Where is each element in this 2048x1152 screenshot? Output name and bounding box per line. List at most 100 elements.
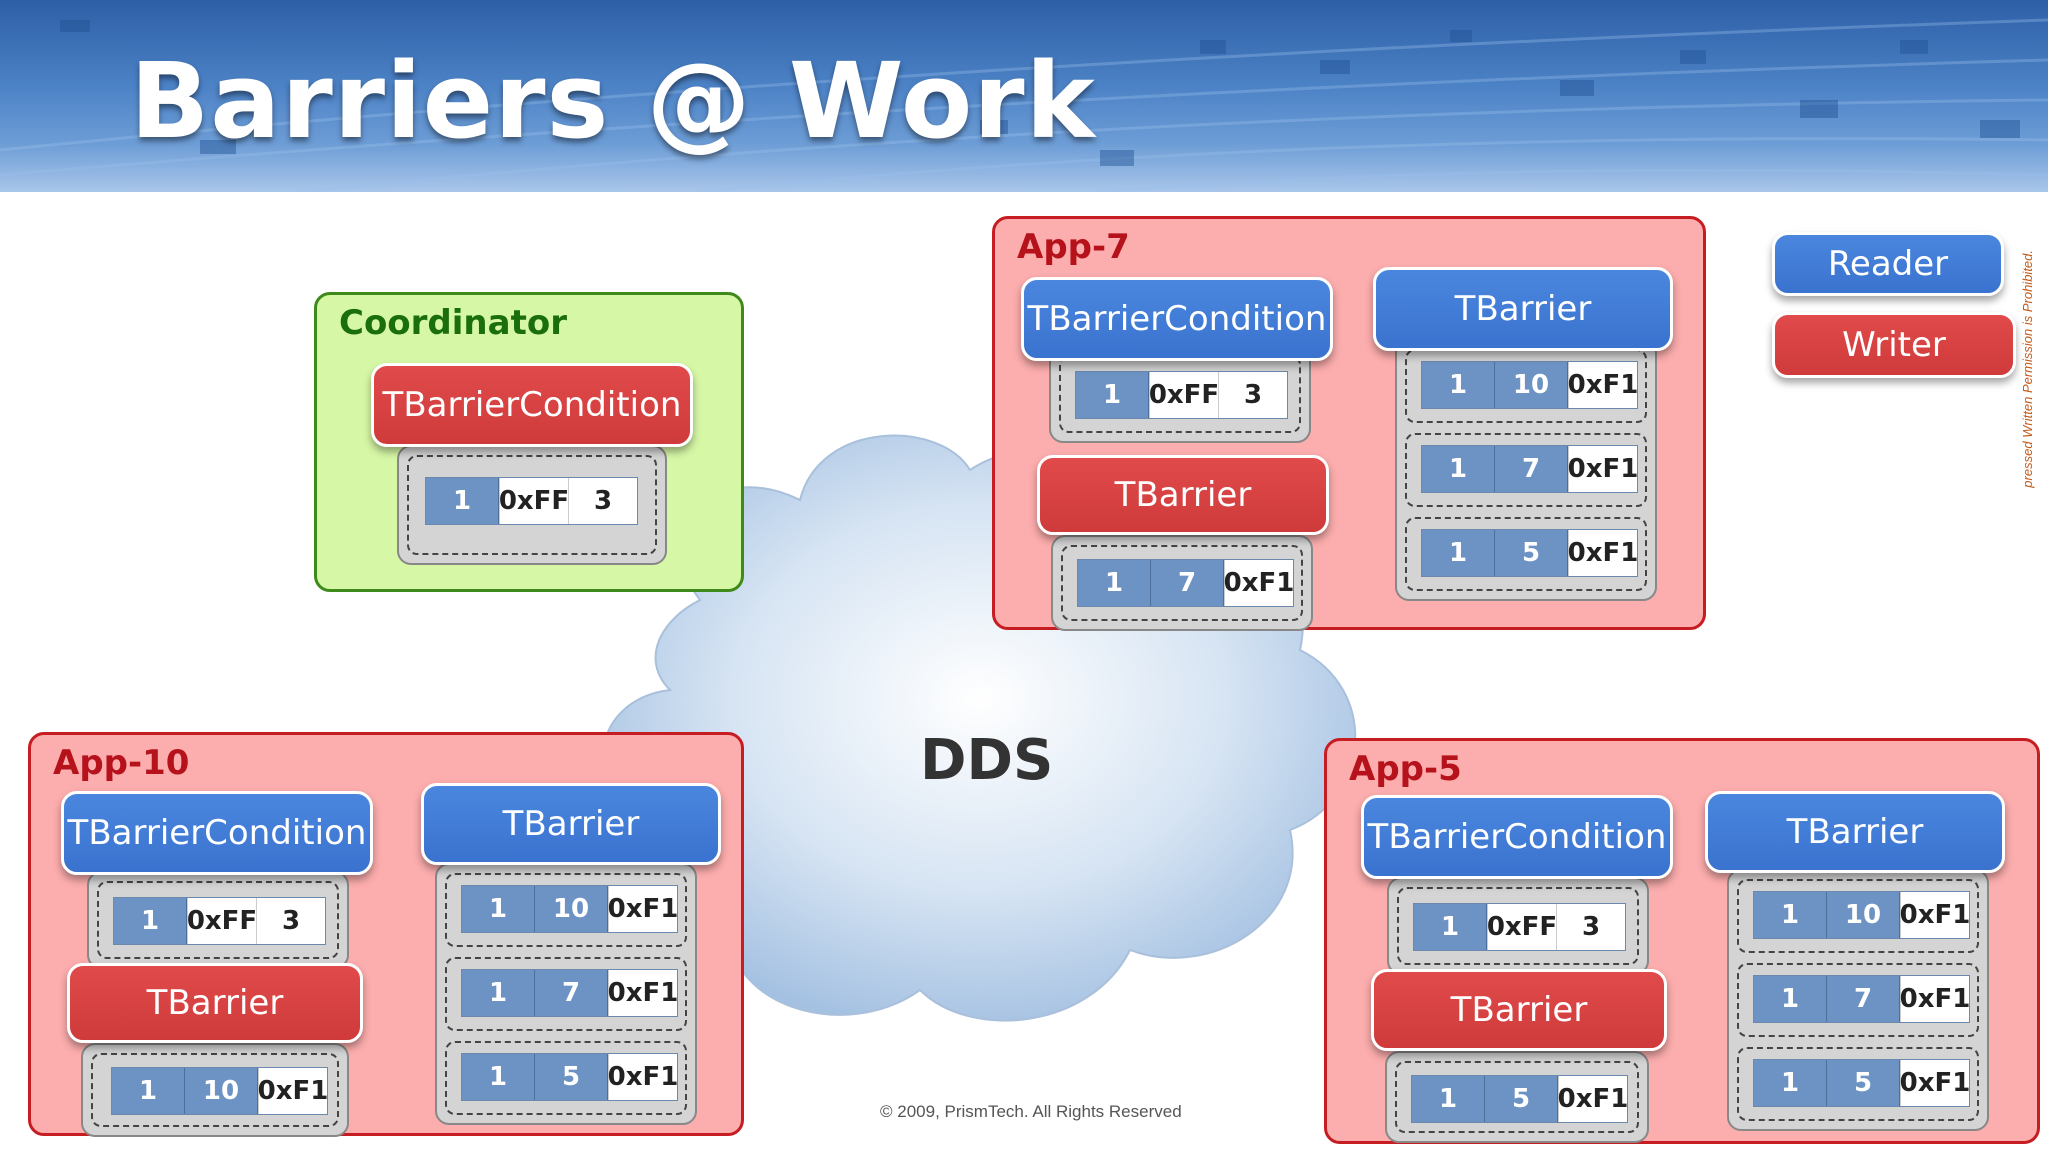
app5-title: App-5: [1349, 749, 1462, 789]
sample-field: 0xF1: [608, 1054, 678, 1100]
app7-title: App-7: [1017, 227, 1130, 267]
sample-field: 1: [462, 970, 535, 1016]
sample-field: 0xFF: [1149, 372, 1219, 418]
sample-field: 0xF1: [1568, 530, 1638, 576]
reader-sample: 1 7 0xF1: [1421, 445, 1638, 493]
sample-field: 7: [535, 970, 608, 1016]
tray-dashed-border: [1395, 1061, 1639, 1133]
reader-sample: 1 5 0xF1: [1421, 529, 1638, 577]
sample-field: 0xF1: [1224, 560, 1294, 606]
slide-title: Barriers @ Work: [130, 40, 1096, 162]
tray-dashed-border: [97, 881, 339, 959]
reader-sample: 1 10 0xF1: [461, 885, 678, 933]
sample-field: 3: [256, 898, 325, 944]
sample-field: 0xF1: [258, 1068, 328, 1114]
condition-sample: 1 0xFF 3: [113, 897, 326, 945]
copyright-notice: © 2009, PrismTech. All Rights Reserved: [880, 1102, 1182, 1121]
writer-sample: 1 5 0xF1: [1411, 1075, 1628, 1123]
condition-sample: 1 0xFF 3: [1075, 371, 1288, 419]
tray-dashed-border: [445, 957, 687, 1031]
app7-writer-tray: 1 7 0xF1: [1051, 535, 1313, 631]
sample-field: 7: [1151, 560, 1224, 606]
app5-reader-tray: 1 10 0xF1 1 7 0xF1 1 5 0xF1: [1727, 869, 1989, 1131]
app10-barrier-reader: TBarrier: [421, 783, 721, 865]
app10-box: App-10 1 0xFF 3 TBarrierCondition 1 10 0…: [28, 732, 744, 1137]
app5-barrier-reader: TBarrier: [1705, 791, 2005, 873]
coordinator-box: Coordinator 1 0xFF 3 TBarrierCondition: [314, 292, 744, 592]
sample-field: 10: [185, 1068, 258, 1114]
sample-field: 3: [1556, 904, 1625, 950]
sample-field: 5: [535, 1054, 608, 1100]
sample-field: 1: [1754, 892, 1827, 938]
reader-sample: 1 5 0xF1: [461, 1053, 678, 1101]
sample-field: 1: [1076, 372, 1149, 418]
app10-condition-reader: TBarrierCondition: [61, 791, 373, 875]
app7-barrier-writer: TBarrier: [1037, 455, 1329, 535]
reader-sample: 1 5 0xF1: [1753, 1059, 1970, 1107]
tray-dashed-border: [1405, 433, 1647, 507]
sample-field: 0xF1: [1568, 362, 1638, 408]
tray-dashed-border: [445, 1041, 687, 1115]
sample-field: 7: [1827, 976, 1900, 1022]
tray-dashed-border: [1737, 1047, 1979, 1121]
sample-field: 0xF1: [608, 970, 678, 1016]
sample-field: 5: [1495, 530, 1568, 576]
app7-reader-tray: 1 10 0xF1 1 7 0xF1 1 5 0xF1: [1395, 339, 1657, 601]
tray-dashed-border: [91, 1053, 339, 1127]
reader-sample: 1 7 0xF1: [1753, 975, 1970, 1023]
sample-field: 0xF1: [608, 886, 678, 932]
sample-field: 3: [1218, 372, 1287, 418]
legend-writer: Writer: [1772, 312, 2016, 378]
tray-dashed-border: [445, 873, 687, 947]
sample-field: 1: [1412, 1076, 1485, 1122]
tray-dashed-border: [1737, 963, 1979, 1037]
sample-field: 1: [114, 898, 187, 944]
sample-field: 3: [568, 478, 637, 524]
sample-field: 10: [1827, 892, 1900, 938]
coordinator-condition-tray: 1 0xFF 3: [397, 445, 667, 565]
sample-field: 1: [1422, 362, 1495, 408]
tray-dashed-border: [1061, 545, 1303, 621]
sample-field: 0xF1: [1900, 1060, 1970, 1106]
reader-sample: 1 10 0xF1: [1421, 361, 1638, 409]
app10-writer-tray: 1 10 0xF1: [81, 1043, 349, 1137]
app10-barrier-writer: TBarrier: [67, 963, 363, 1043]
app10-reader-tray: 1 10 0xF1 1 7 0xF1 1 5 0xF1: [435, 863, 697, 1125]
writer-sample: 1 7 0xF1: [1077, 559, 1294, 607]
app7-box: App-7 1 0xFF 3 TBarrierCondition 1 7 0xF…: [992, 216, 1706, 631]
sample-field: 1: [1078, 560, 1151, 606]
sample-field: 1: [1414, 904, 1487, 950]
title-banner: Barriers @ Work: [0, 0, 2048, 192]
sample-field: 1: [1422, 446, 1495, 492]
app5-condition-tray: 1 0xFF 3: [1387, 877, 1649, 975]
app5-writer-tray: 1 5 0xF1: [1385, 1051, 1649, 1143]
coordinator-condition-writer: TBarrierCondition: [371, 363, 693, 447]
tray-dashed-border: [1397, 887, 1639, 965]
sample-field: 1: [1754, 976, 1827, 1022]
condition-sample: 1 0xFF 3: [425, 477, 638, 525]
sample-field: 0xFF: [187, 898, 257, 944]
sample-field: 1: [462, 1054, 535, 1100]
sample-field: 1: [112, 1068, 185, 1114]
tray-dashed-border: [1737, 879, 1979, 953]
sample-field: 10: [535, 886, 608, 932]
app5-box: App-5 1 0xFF 3 TBarrierCondition 1 5 0xF…: [1324, 738, 2040, 1144]
writer-sample: 1 10 0xF1: [111, 1067, 328, 1115]
app10-title: App-10: [53, 743, 190, 783]
coordinator-title: Coordinator: [339, 303, 567, 343]
sample-field: 1: [426, 478, 499, 524]
app7-condition-tray: 1 0xFF 3: [1049, 345, 1311, 443]
dds-label: DDS: [920, 728, 1054, 793]
sample-field: 0xFF: [499, 478, 569, 524]
sample-field: 10: [1495, 362, 1568, 408]
app10-condition-tray: 1 0xFF 3: [87, 871, 349, 969]
tray-dashed-border: [407, 455, 657, 555]
sample-field: 5: [1485, 1076, 1558, 1122]
condition-sample: 1 0xFF 3: [1413, 903, 1626, 951]
app7-barrier-reader: TBarrier: [1373, 267, 1673, 351]
tray-dashed-border: [1405, 517, 1647, 591]
sample-field: 0xF1: [1900, 892, 1970, 938]
banner-circuit-pattern: [0, 18, 2048, 192]
sample-field: 0xF1: [1568, 446, 1638, 492]
sample-field: 7: [1495, 446, 1568, 492]
